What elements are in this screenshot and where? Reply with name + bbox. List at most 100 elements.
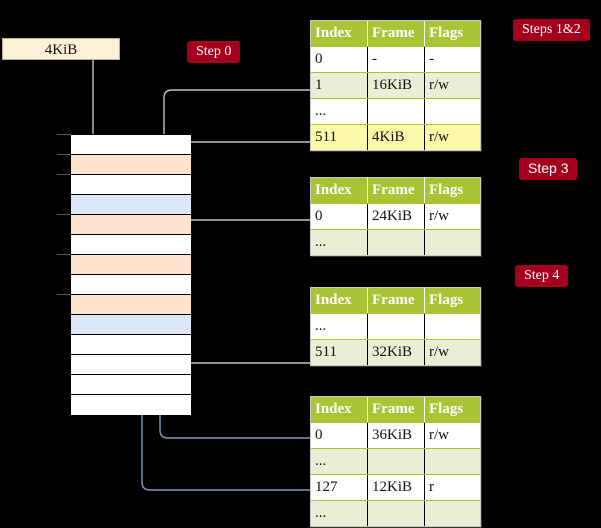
memory-frame-row <box>71 235 191 255</box>
column-header-flags: Flags <box>425 21 480 46</box>
cell-index: 0 <box>311 204 368 229</box>
badge-step-3: Step 3 <box>519 158 578 180</box>
cell-frame: 24KiB <box>368 204 425 229</box>
table-row: ... <box>311 500 480 526</box>
cell-frame: 32KiB <box>368 340 425 365</box>
memory-frame-row <box>71 355 191 375</box>
badge-steps-1-and-2-label: Steps 1&2 <box>522 22 581 37</box>
cell-flags: r <box>425 475 480 500</box>
table-row: ... <box>311 229 480 255</box>
cell-flags: r/w <box>425 125 480 150</box>
badge-step-0: Step 0 <box>187 41 241 63</box>
cell-flags: r/w <box>425 73 480 98</box>
cell-flags: - <box>425 47 480 72</box>
cell-frame: 12KiB <box>368 475 425 500</box>
cell-index: ... <box>311 449 368 474</box>
cell-index: 511 <box>311 340 368 365</box>
cell-flags <box>425 99 480 124</box>
cell-index: ... <box>311 99 368 124</box>
column-header-index: Index <box>311 288 368 313</box>
column-header-flags: Flags <box>425 178 480 203</box>
cell-flags <box>425 230 480 255</box>
memory-frame-row <box>71 215 191 235</box>
cell-frame <box>368 314 425 339</box>
memory-frame-tick <box>57 214 71 215</box>
badge-step-4: Step 4 <box>515 265 569 287</box>
memory-frame-tick <box>57 294 71 295</box>
badge-step-4-label: Step 4 <box>524 268 560 283</box>
memory-frame-row <box>71 395 191 415</box>
memory-frame-tick <box>57 134 71 135</box>
column-header-index: Index <box>311 397 368 422</box>
virtual-page-box: 4KiB <box>2 38 120 60</box>
cell-flags <box>425 501 480 526</box>
cell-flags <box>425 314 480 339</box>
table-row: ... <box>311 313 480 339</box>
memory-frame-tick <box>57 154 71 155</box>
cell-index: 127 <box>311 475 368 500</box>
column-header-index: Index <box>311 178 368 203</box>
memory-frame-row <box>71 135 191 155</box>
cell-frame: - <box>368 47 425 72</box>
column-header-index: Index <box>311 21 368 46</box>
cell-frame <box>368 230 425 255</box>
memory-frame-row <box>71 195 191 215</box>
cell-index: 0 <box>311 423 368 448</box>
column-header-flags: Flags <box>425 288 480 313</box>
memory-frame-row <box>71 375 191 395</box>
column-header-frame: Frame <box>368 178 425 203</box>
badge-steps-1-and-2: Steps 1&2 <box>513 19 590 41</box>
wire-table2-row0 <box>173 219 310 254</box>
cell-frame: 4KiB <box>368 125 425 150</box>
memory-frame-row <box>71 315 191 335</box>
memory-frame-row <box>71 255 191 275</box>
table-row: 0-- <box>311 46 480 72</box>
cell-index: ... <box>311 230 368 255</box>
cell-flags: r/w <box>425 423 480 448</box>
wire-table1-row511-seg <box>173 141 310 151</box>
column-header-frame: Frame <box>368 288 425 313</box>
column-header-frame: Frame <box>368 397 425 422</box>
memory-frame-row <box>71 175 191 195</box>
column-header-flags: Flags <box>425 397 480 422</box>
cell-frame: 16KiB <box>368 73 425 98</box>
memory-frame-row <box>71 155 191 175</box>
cell-index: ... <box>311 501 368 526</box>
cell-index: 0 <box>311 47 368 72</box>
wire-table3-row511 <box>168 314 310 364</box>
physical-memory-column <box>70 134 191 415</box>
virtual-page-label: 4KiB <box>44 42 78 58</box>
table-row: ... <box>311 448 480 474</box>
memory-frame-row <box>71 335 191 355</box>
cell-index: 511 <box>311 125 368 150</box>
badge-step-0-label: Step 0 <box>196 44 232 59</box>
cell-index: ... <box>311 314 368 339</box>
cell-flags: r/w <box>425 204 480 229</box>
memory-frame-tick <box>57 174 71 175</box>
cell-flags: r/w <box>425 340 480 365</box>
cell-index: 1 <box>311 73 368 98</box>
cell-frame: 36KiB <box>368 423 425 448</box>
memory-frame-tick <box>57 254 71 255</box>
memory-frame-row <box>71 295 191 315</box>
badge-step-3-label: Step 3 <box>528 160 569 176</box>
memory-frame-row <box>71 275 191 295</box>
cell-frame <box>368 501 425 526</box>
column-header-frame: Frame <box>368 21 425 46</box>
cell-frame <box>368 99 425 124</box>
